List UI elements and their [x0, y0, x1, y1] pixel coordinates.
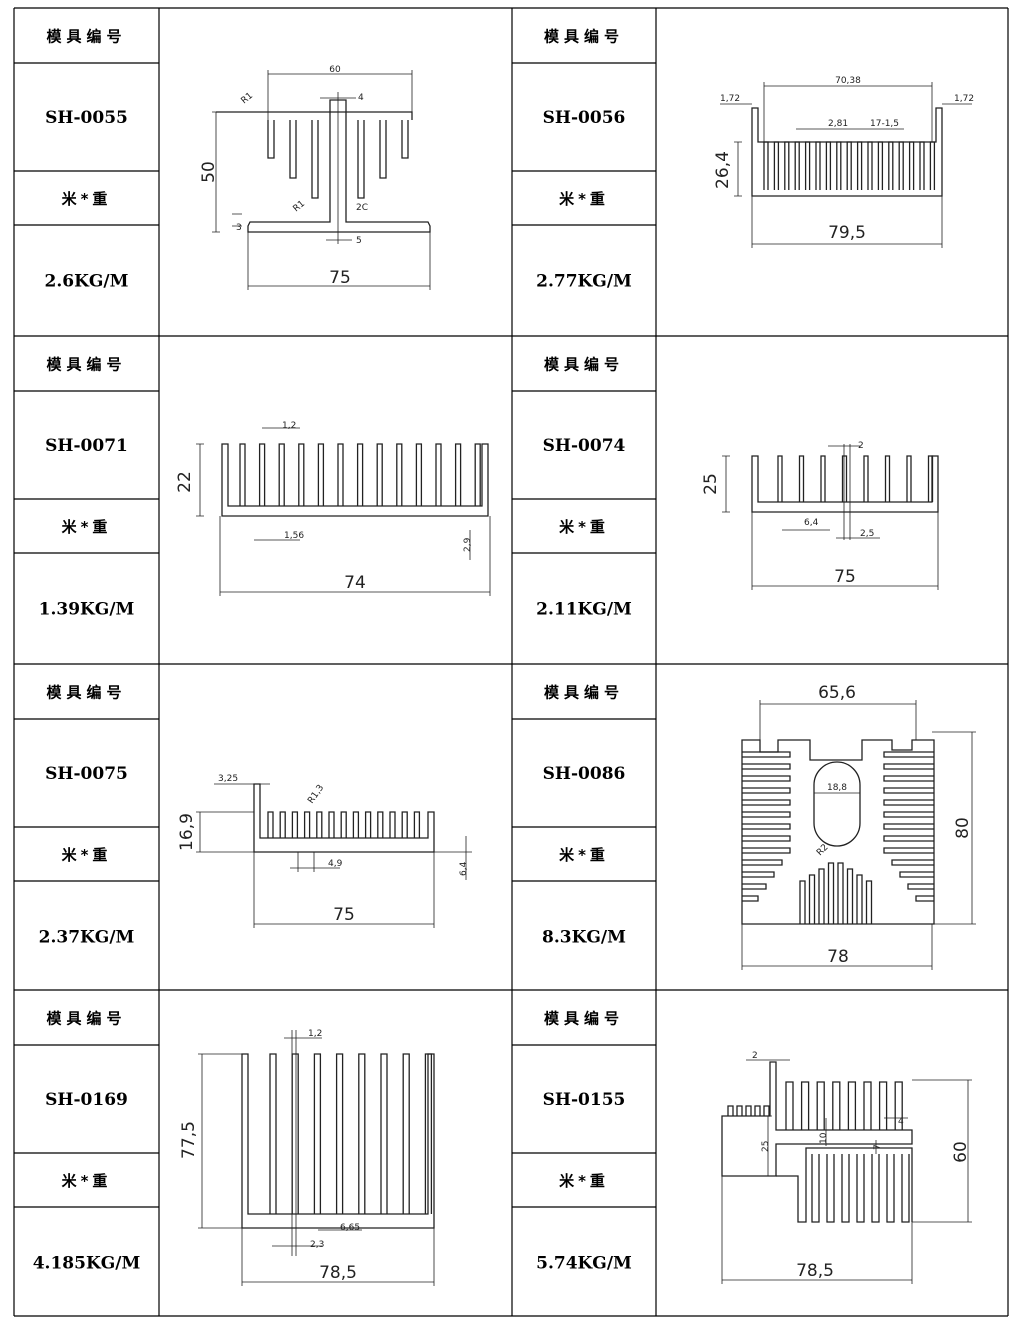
- label-cells: 模具编号 SH-0055 米*重 2.6KG/M 模具编号 SH-0056 米*重 2.77K…: [33, 28, 632, 1274]
- dim-label: R1: [292, 199, 308, 214]
- dim-label: 78,5: [319, 1263, 357, 1283]
- mold-code: SH-0074: [543, 436, 626, 456]
- drawing-sh-0169: 1,2 77,5 6,65 2,3 78,5: [179, 1029, 435, 1286]
- dim-label: 1,72: [720, 94, 740, 104]
- mold-code: SH-0071: [45, 436, 128, 456]
- dim-label: 6,4: [459, 861, 469, 876]
- mold-number-label: 模具编号: [46, 28, 126, 46]
- dim-label: 16,9: [177, 813, 197, 851]
- dim-label: 74: [344, 573, 366, 593]
- drawing-sh-0056: 70,38 1,72 1,72 2,81 17-1,5 26,4 79,5: [713, 76, 974, 248]
- mold-code: SH-0075: [45, 764, 128, 784]
- dim-label: 77,5: [179, 1121, 199, 1159]
- dim-label: 79,5: [828, 223, 866, 243]
- drawing-sh-0074: 2 25 6,4 2,5 75: [701, 441, 939, 590]
- dim-label: 70,38: [835, 76, 861, 86]
- dim-label: 2: [752, 1051, 758, 1061]
- dim-label: 10: [819, 1132, 829, 1144]
- drawing-sh-0086: 65,6 18,8 R2 80 78: [741, 683, 976, 970]
- dim-label: 2,9: [463, 537, 473, 552]
- mold-code: SH-0155: [543, 1090, 626, 1110]
- dim-label: 75: [329, 268, 351, 288]
- dim-label: 1,2: [282, 421, 296, 431]
- dim-label: 78,5: [796, 1261, 834, 1281]
- dim-label: 2,81: [828, 119, 848, 129]
- mold-number-label: 模具编号: [46, 356, 126, 374]
- mold-code: SH-0056: [543, 108, 626, 128]
- dim-label: 25: [761, 1141, 771, 1152]
- dim-label: 18,8: [827, 783, 847, 793]
- dim-label: 2C: [356, 203, 368, 213]
- dim-label: 60: [329, 65, 341, 75]
- dim-label: 26,4: [713, 151, 733, 189]
- mold-number-label: 模具编号: [544, 28, 624, 46]
- dim-label: 2,3: [310, 1240, 324, 1250]
- weight-per-meter-label: 米*重: [62, 1172, 112, 1190]
- dim-label: 4,9: [328, 859, 343, 869]
- weight-value: 4.185KG/M: [33, 1254, 141, 1274]
- weight-per-meter-label: 米*重: [559, 190, 609, 208]
- weight-per-meter-label: 米*重: [62, 518, 112, 536]
- dim-label: 2: [858, 441, 864, 451]
- weight-value: 2.77KG/M: [536, 272, 632, 292]
- dim-label: 6,4: [804, 518, 819, 528]
- weight-value: 5.74KG/M: [536, 1254, 632, 1274]
- dim-label: 50: [199, 161, 219, 183]
- mold-number-label: 模具编号: [544, 356, 624, 374]
- mold-number-label: 模具编号: [544, 684, 624, 702]
- dim-label: 7: [873, 1144, 883, 1150]
- weight-per-meter-label: 米*重: [62, 190, 112, 208]
- table-grid: [13, 7, 1009, 1317]
- weight-value: 2.37KG/M: [39, 928, 135, 948]
- dim-label: 80: [953, 817, 973, 839]
- dim-label: 4: [358, 93, 364, 103]
- dim-label: 1,72: [954, 94, 974, 104]
- dim-label: 75: [834, 567, 856, 587]
- mold-number-label: 模具编号: [46, 1010, 126, 1028]
- weight-per-meter-label: 米*重: [559, 518, 609, 536]
- dim-label: 3,25: [218, 774, 238, 784]
- dim-label: 65,6: [818, 683, 856, 703]
- dim-label: R1,3: [306, 783, 326, 806]
- dim-label: R1: [240, 91, 256, 106]
- dim-label: 3: [236, 223, 242, 233]
- dim-label: 4: [898, 1117, 904, 1127]
- dim-label: 1,56: [284, 531, 304, 541]
- dim-label: 6,65: [340, 1223, 360, 1233]
- mold-number-label: 模具编号: [544, 1010, 624, 1028]
- weight-per-meter-label: 米*重: [559, 846, 609, 864]
- dim-label: 17-1,5: [870, 119, 899, 129]
- drawing-sh-0075: 3,25 R1,3 16,9 4,9 6,4 75: [177, 774, 472, 928]
- weight-value: 2.11KG/M: [536, 600, 632, 620]
- mold-code: SH-0086: [543, 764, 626, 784]
- drawing-sh-0071: 1,2 22 1,56 2,9 74: [175, 421, 491, 596]
- dim-label: 60: [951, 1141, 971, 1163]
- weight-value: 2.6KG/M: [45, 272, 129, 292]
- weight-per-meter-label: 米*重: [62, 846, 112, 864]
- weight-per-meter-label: 米*重: [559, 1172, 609, 1190]
- dim-label: 2,5: [860, 529, 874, 539]
- mold-number-label: 模具编号: [46, 684, 126, 702]
- weight-value: 1.39KG/M: [39, 600, 135, 620]
- weight-value: 8.3KG/M: [542, 928, 626, 948]
- dim-label: 78: [827, 947, 849, 967]
- dim-label: 75: [333, 905, 355, 925]
- drawing-sh-0155: 2 25 10 4 7 60 78,5: [721, 1051, 972, 1284]
- dim-label: 1,2: [308, 1029, 322, 1039]
- dim-label: 22: [175, 471, 195, 493]
- mold-code: SH-0169: [45, 1090, 128, 1110]
- drawing-sh-0055: 60 4 R1 R1 2C 50 3 5 75: [199, 65, 431, 290]
- mold-code: SH-0055: [45, 108, 128, 128]
- dim-label: 25: [701, 473, 721, 495]
- dim-label: 5: [356, 236, 362, 246]
